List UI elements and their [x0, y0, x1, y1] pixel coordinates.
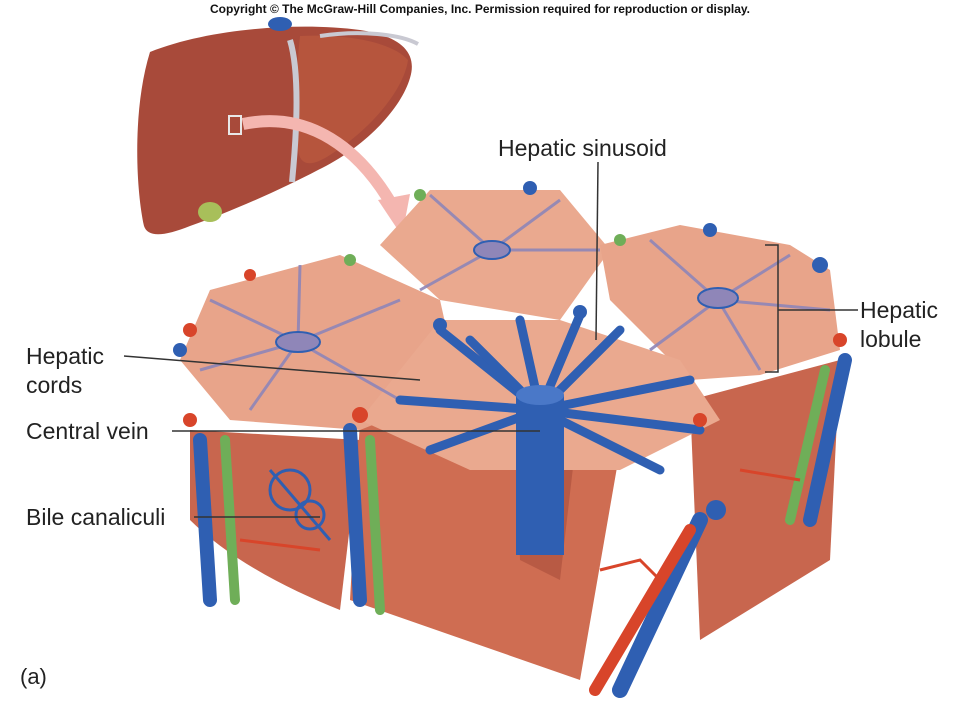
label-hepatic-lobule-line1: Hepatic [860, 297, 938, 323]
label-hepatic-cords: Hepatic cords [26, 342, 104, 400]
label-hepatic-cords-line2: cords [26, 372, 83, 398]
label-hepatic-cords-line1: Hepatic [26, 343, 104, 369]
panel-label: (a) [20, 664, 47, 689]
label-bile-canaliculi: Bile canaliculi [26, 504, 166, 530]
copyright-notice: Copyright © The McGraw-Hill Companies, I… [209, 2, 751, 16]
label-hepatic-sinusoid: Hepatic sinusoid [498, 135, 667, 161]
label-hepatic-lobule-line2: lobule [860, 326, 922, 352]
label-hepatic-lobule: Hepatic lobule [860, 296, 938, 354]
lobule-block-illustration [173, 181, 852, 698]
leader-lines [123, 161, 858, 518]
label-central-vein: Central vein [26, 418, 149, 444]
